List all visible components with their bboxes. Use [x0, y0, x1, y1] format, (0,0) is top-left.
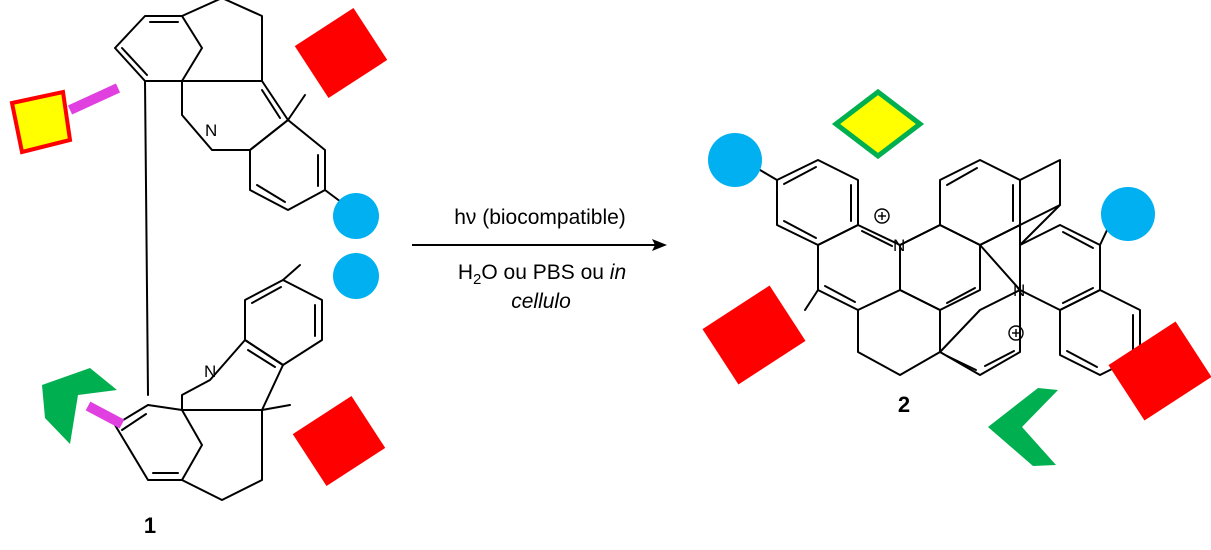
nitrogen-atom-product-left: N: [893, 236, 905, 255]
reaction-arrow: [412, 239, 667, 251]
green-chevron-substituent: [42, 368, 117, 444]
magenta-linker: [67, 83, 121, 115]
green-chevron-substituent: [988, 388, 1058, 466]
red-square-substituent: [1108, 321, 1211, 421]
reaction-condition-solvent: H2O ou PBS ou in: [458, 261, 626, 288]
blue-circle-substituent: [1101, 187, 1155, 241]
blue-circle-substituent: [708, 133, 762, 187]
reaction-condition-solvent-line2: cellulo: [511, 290, 571, 313]
blue-circle-substituent: [333, 193, 379, 239]
product-substituents: [702, 88, 1211, 466]
red-square-substituent: [292, 395, 386, 487]
linker-bond: [144, 80, 149, 396]
red-square-substituent: [702, 285, 806, 385]
reactant-top-unit: N: [114, 0, 346, 211]
reactant-label: 1: [144, 513, 156, 538]
nitrogen-atom-product-right: N: [1013, 281, 1025, 300]
red-square-substituent: [294, 7, 388, 99]
product-skeleton: [759, 159, 1156, 376]
charge-plus-icon: [1008, 325, 1024, 341]
nitrogen-atom-top: N: [205, 121, 217, 140]
reactant-substituents: [9, 7, 388, 487]
magenta-linker: [85, 401, 125, 429]
blue-circle-substituent: [333, 253, 379, 299]
reactant-bottom-unit: N: [114, 264, 323, 501]
yellow-diamond-substituent: [9, 89, 73, 155]
product-label: 2: [898, 392, 910, 417]
yellow-diamond-substituent: [831, 88, 925, 160]
charge-plus-icon: [874, 208, 890, 224]
reaction-condition-light: hν (biocompatible): [454, 206, 626, 229]
nitrogen-atom-bottom: N: [204, 362, 216, 381]
arrow-head: [652, 239, 667, 251]
